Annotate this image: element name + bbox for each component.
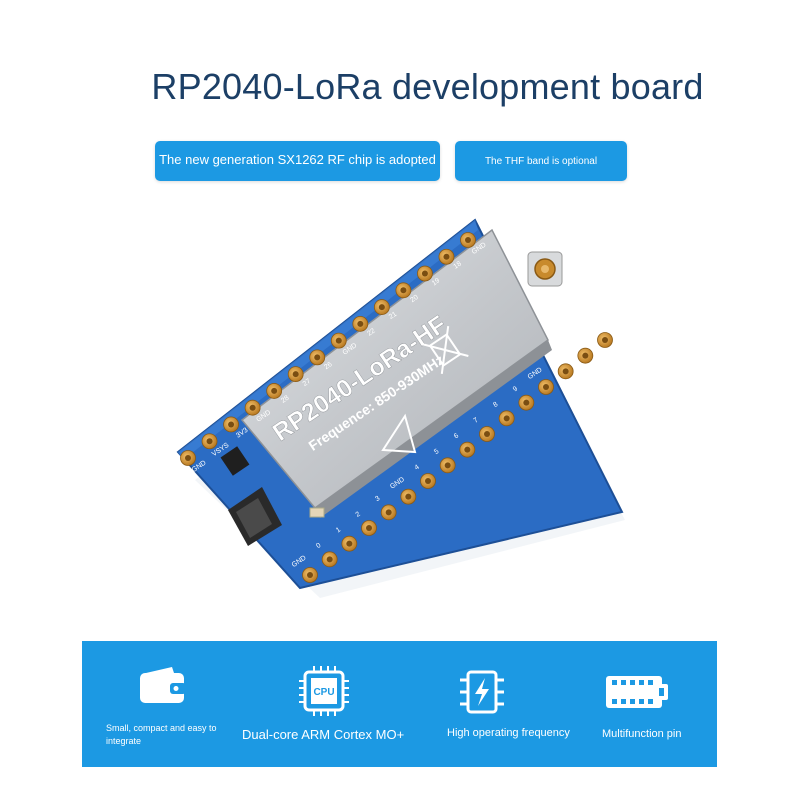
cpu-chip-text: CPU — [313, 687, 334, 698]
pin-bottom-label: 1 — [335, 526, 342, 534]
pin-bottom-label: 4 — [414, 464, 421, 472]
pin-top-pad — [244, 399, 261, 416]
feature-small-label: Small, compact and easy to integrate — [106, 723, 217, 746]
pin-top-pad — [330, 332, 347, 349]
feature-frequency-label: High operating frequency — [447, 727, 570, 739]
pin-top-label: 19 — [431, 277, 441, 287]
feature-pins-label: Multifunction pin — [602, 728, 682, 740]
cpu-icon: CPU — [299, 666, 349, 721]
pin-top-label: 27 — [302, 378, 312, 388]
pin-top-pad — [460, 232, 476, 248]
pin-bottom-pad — [420, 473, 436, 489]
tag-sx1262: The new generation SX1262 RF chip is ado… — [155, 141, 440, 181]
tag-thf-band: The THF band is optional — [455, 141, 627, 181]
feature-cpu-label: Dual-core ARM Cortex MO+ — [242, 727, 405, 742]
pin-bottom-label: 12 — [589, 322, 599, 332]
pin-header-icon — [604, 672, 668, 717]
feature-bar: Small, compact and easy to integrate CPU… — [82, 641, 717, 767]
pin-bottom-pad — [361, 520, 377, 536]
tag-thf-band-label: The THF band is optional — [484, 155, 598, 167]
board-illustration: RP2040-LoRa-HF Frequence: 850-930MHz — [176, 218, 625, 598]
antenna-connector — [527, 251, 563, 287]
pin-top-pad — [309, 349, 326, 366]
pin-bottom-pad — [538, 379, 554, 395]
pin-pads-bottom — [302, 332, 613, 583]
wallet-icon — [138, 667, 186, 710]
pin-top-pad — [266, 383, 283, 399]
chip-component — [220, 446, 250, 476]
pin-bottom-pad — [302, 567, 318, 583]
pin-pads-top — [180, 232, 476, 466]
pin-bottom-pad — [400, 488, 417, 505]
pin-bottom-pad — [557, 363, 574, 380]
pin-bottom-pad — [439, 457, 456, 474]
pin-top-label: 18 — [452, 260, 462, 270]
pin-top-label: 20 — [409, 294, 419, 304]
pin-top-pad — [201, 433, 218, 450]
pin-top-pad — [373, 299, 390, 315]
pin-bottom-label: 0 — [315, 542, 322, 550]
pin-bottom-pad — [341, 535, 358, 552]
pin-bottom-pad — [498, 410, 515, 427]
weee-mark — [421, 325, 469, 375]
pin-bottom-pad — [459, 441, 476, 458]
pin-top-label: 26 — [323, 361, 333, 371]
tag-sx1262-label: The new generation SX1262 RF chip is ado… — [159, 152, 436, 167]
lightning-chip-icon — [460, 668, 504, 721]
pin-bottom-label: 5 — [433, 448, 440, 456]
pin-bottom-pad — [597, 332, 613, 348]
pin-bottom-pad — [518, 394, 535, 411]
pin-top-label: 28 — [280, 395, 290, 405]
pin-bottom-pad — [321, 551, 338, 568]
usb-connector — [228, 487, 282, 546]
vbus-label: VBus — [201, 504, 220, 528]
pin-bottom-pad — [479, 426, 495, 442]
pin-top-pad — [352, 315, 369, 332]
pin-top-pad — [438, 248, 455, 265]
pin-bottom-label: 6 — [453, 432, 460, 440]
pin-bottom-label: 11 — [570, 337, 580, 347]
esd-mark — [381, 413, 417, 454]
pin-top-pad — [395, 282, 412, 299]
pin-bottom-label: 8 — [492, 401, 499, 409]
page-title: RP2040-LoRa development board — [151, 66, 704, 107]
pin-bottom-pad — [380, 504, 397, 521]
pin-bottom-label: 2 — [355, 511, 362, 519]
pin-top-pad — [287, 366, 304, 383]
pin-top-pad — [223, 416, 239, 433]
pin-bottom-label: 7 — [473, 417, 480, 425]
pin-top-label: 21 — [388, 311, 398, 321]
pin-bottom-label: 10 — [550, 353, 560, 363]
pin-bottom-label: 9 — [512, 385, 519, 393]
pin-bottom-label: 3 — [374, 495, 381, 503]
pin-top-pad — [417, 265, 433, 282]
pin-top-pad — [180, 450, 196, 466]
pin-top-label: 22 — [366, 327, 376, 337]
pin-bottom-pad — [577, 347, 594, 364]
product-image: RP2040-LoRa-HF Frequence: 850-930MHz — [0, 190, 800, 630]
